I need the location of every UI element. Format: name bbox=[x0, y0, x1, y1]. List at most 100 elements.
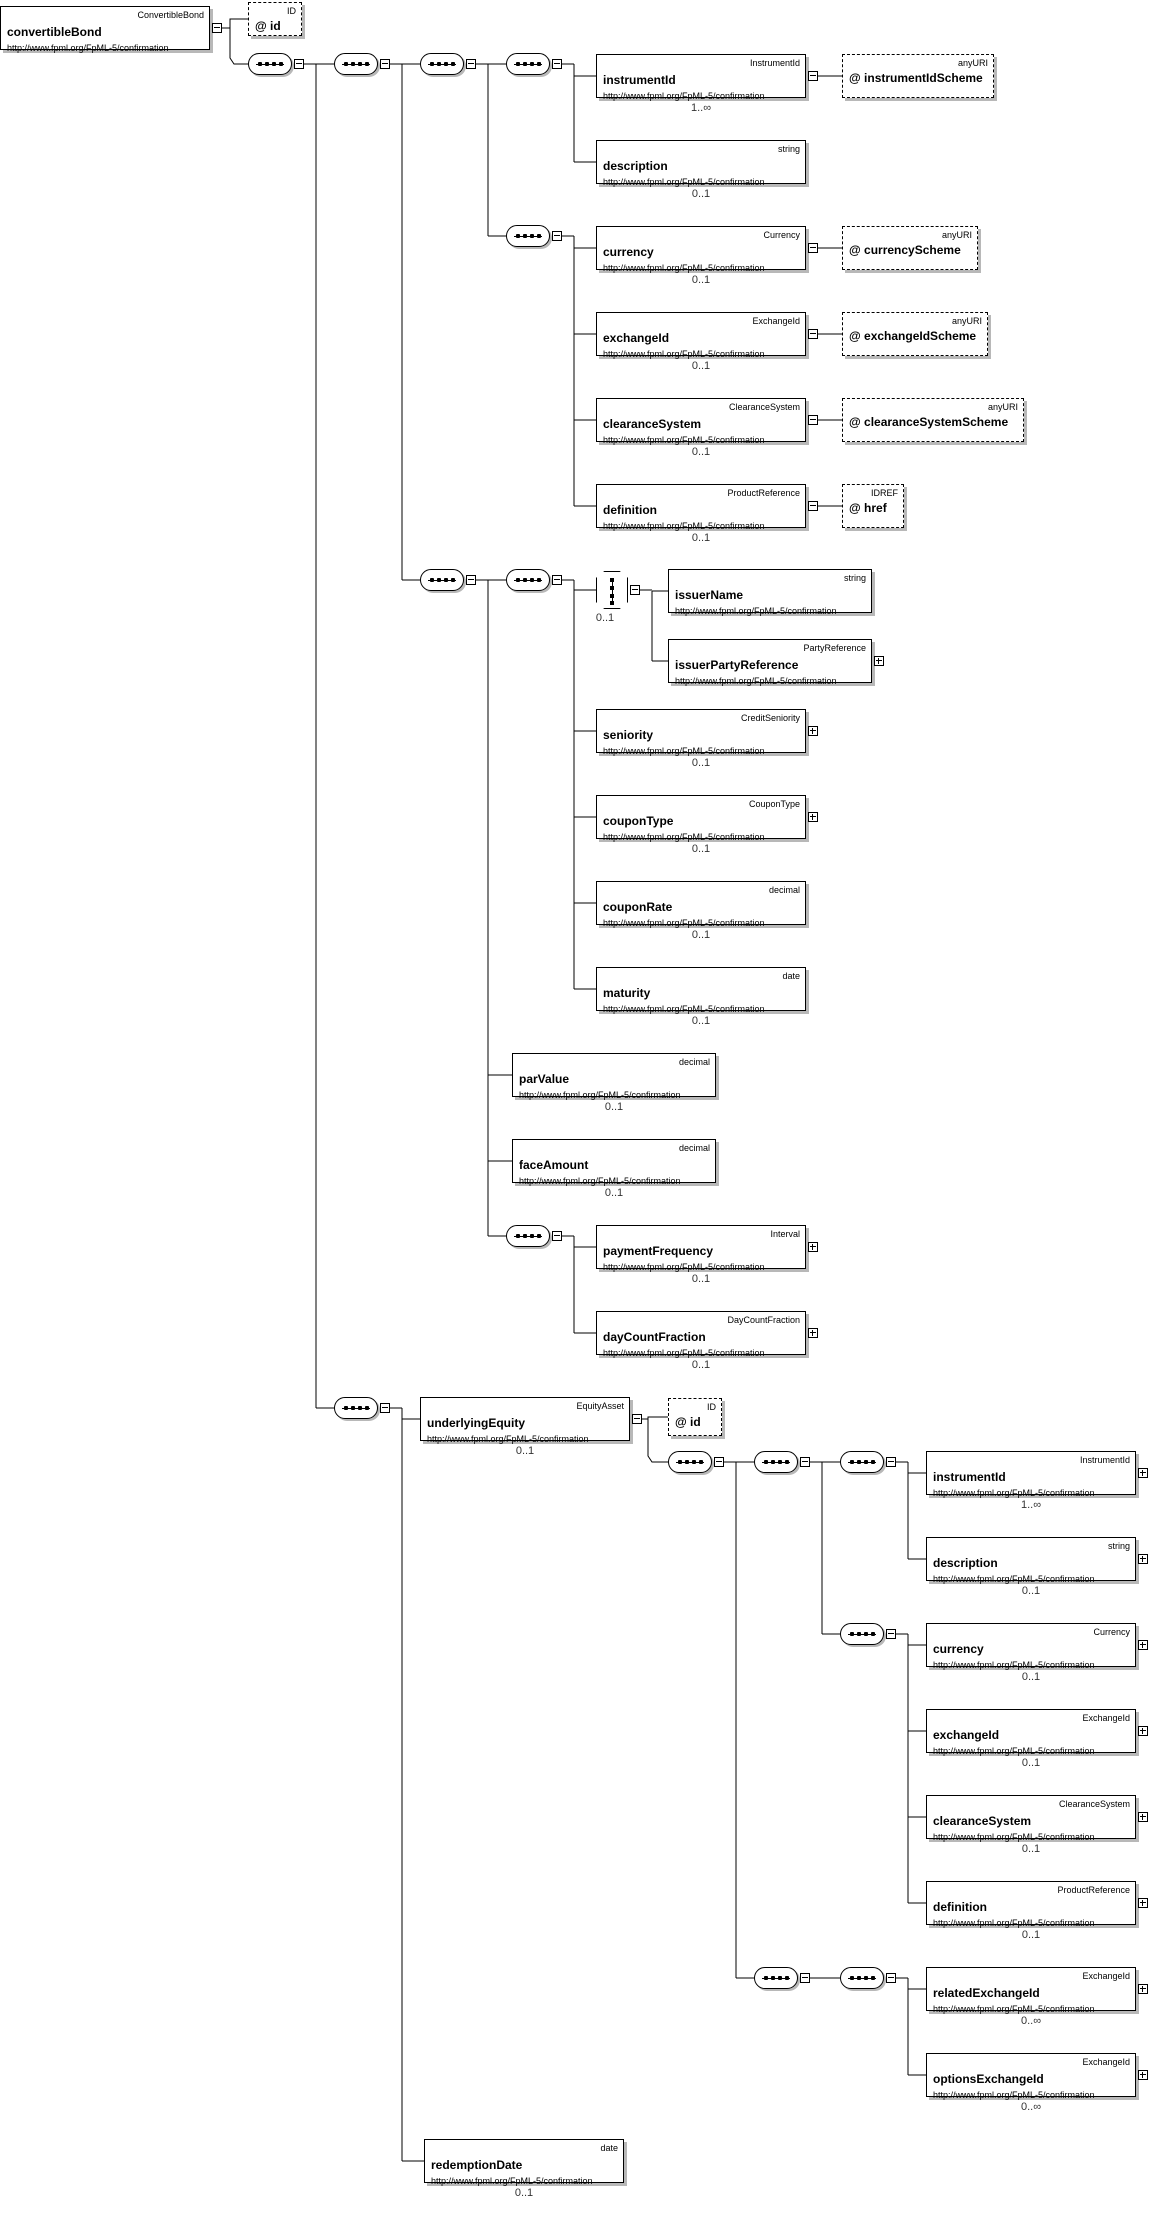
collapse-toggle[interactable] bbox=[466, 575, 476, 585]
collapse-toggle[interactable] bbox=[630, 585, 640, 595]
collapse-toggle[interactable] bbox=[886, 1629, 896, 1639]
sequence-compositor[interactable] bbox=[248, 53, 292, 75]
attribute-box[interactable]: anyURI@ currencyScheme bbox=[842, 226, 978, 270]
element-namespace: http://www.fpml.org/FpML-5/confirmation bbox=[603, 435, 765, 445]
attribute-box[interactable]: anyURI@ clearanceSystemScheme bbox=[842, 398, 1024, 442]
expand-toggle[interactable] bbox=[874, 656, 884, 666]
collapse-toggle[interactable] bbox=[294, 59, 304, 69]
collapse-toggle[interactable] bbox=[714, 1457, 724, 1467]
expand-toggle[interactable] bbox=[808, 1328, 818, 1338]
expand-toggle[interactable] bbox=[1138, 1726, 1148, 1736]
collapse-toggle[interactable] bbox=[800, 1457, 810, 1467]
expand-toggle[interactable] bbox=[1138, 1554, 1148, 1564]
attribute-type: anyURI bbox=[941, 230, 972, 240]
sequence-compositor[interactable] bbox=[334, 53, 378, 75]
collapse-toggle[interactable] bbox=[552, 231, 562, 241]
element-type: ExchangeId bbox=[752, 316, 800, 326]
attribute-box[interactable]: ID@ id bbox=[668, 1398, 722, 1436]
attribute-box[interactable]: anyURI@ exchangeIdScheme bbox=[842, 312, 988, 356]
collapse-toggle[interactable] bbox=[552, 59, 562, 69]
collapse-toggle[interactable] bbox=[808, 329, 818, 339]
expand-toggle[interactable] bbox=[808, 1242, 818, 1252]
expand-toggle[interactable] bbox=[1138, 1640, 1148, 1650]
sequence-compositor[interactable] bbox=[334, 1397, 378, 1419]
element-name: faceAmount bbox=[519, 1158, 589, 1172]
collapse-toggle[interactable] bbox=[466, 59, 476, 69]
choice-compositor[interactable] bbox=[596, 571, 628, 609]
sequence-compositor[interactable] bbox=[754, 1967, 798, 1989]
sequence-compositor[interactable] bbox=[420, 53, 464, 75]
expand-toggle[interactable] bbox=[1138, 1984, 1148, 1994]
collapse-toggle[interactable] bbox=[808, 243, 818, 253]
attribute-box[interactable]: IDREF@ href bbox=[842, 484, 904, 528]
sequence-compositor[interactable] bbox=[840, 1967, 884, 1989]
sequence-compositor[interactable] bbox=[506, 53, 550, 75]
sequence-compositor[interactable] bbox=[506, 569, 550, 591]
collapse-toggle[interactable] bbox=[632, 1414, 642, 1424]
element-name: description bbox=[603, 159, 668, 173]
expand-toggle[interactable] bbox=[1138, 1468, 1148, 1478]
attribute-box[interactable]: anyURI@ instrumentIdScheme bbox=[842, 54, 994, 98]
expand-toggle[interactable] bbox=[808, 726, 818, 736]
element-name: instrumentId bbox=[933, 1470, 1006, 1484]
sequence-compositor[interactable] bbox=[506, 225, 550, 247]
sequence-compositor[interactable] bbox=[840, 1623, 884, 1645]
sequence-compositor[interactable] bbox=[754, 1451, 798, 1473]
sequence-compositor[interactable] bbox=[668, 1451, 712, 1473]
element-name: clearanceSystem bbox=[933, 1814, 1032, 1828]
collapse-toggle[interactable] bbox=[212, 23, 222, 33]
collapse-toggle[interactable] bbox=[808, 71, 818, 81]
expand-toggle[interactable] bbox=[808, 812, 818, 822]
element-namespace: http://www.fpml.org/FpML-5/confirmation bbox=[519, 1176, 681, 1186]
attribute-box[interactable]: ID@ id bbox=[248, 2, 302, 36]
sequence-compositor[interactable] bbox=[506, 1225, 550, 1247]
cardinality-label: 0..1 bbox=[691, 1359, 711, 1371]
collapse-toggle[interactable] bbox=[808, 501, 818, 511]
element-namespace: http://www.fpml.org/FpML-5/confirmation bbox=[603, 746, 765, 756]
collapse-toggle[interactable] bbox=[380, 59, 390, 69]
element-name: convertibleBond bbox=[7, 25, 102, 39]
collapse-toggle[interactable] bbox=[800, 1973, 810, 1983]
collapse-toggle[interactable] bbox=[886, 1973, 896, 1983]
attribute-type: ID bbox=[707, 1402, 716, 1412]
collapse-toggle[interactable] bbox=[552, 1231, 562, 1241]
collapse-toggle[interactable] bbox=[886, 1457, 896, 1467]
collapse-toggle[interactable] bbox=[808, 415, 818, 425]
expand-toggle[interactable] bbox=[1138, 1812, 1148, 1822]
sequence-compositor[interactable] bbox=[420, 569, 464, 591]
sequence-compositor[interactable] bbox=[840, 1451, 884, 1473]
expand-toggle[interactable] bbox=[1138, 1898, 1148, 1908]
element-namespace: http://www.fpml.org/FpML-5/confirmation bbox=[675, 676, 837, 686]
element-name: currency bbox=[933, 1642, 984, 1656]
collapse-toggle[interactable] bbox=[380, 1403, 390, 1413]
collapse-toggle[interactable] bbox=[552, 575, 562, 585]
expand-toggle[interactable] bbox=[1138, 2070, 1148, 2080]
